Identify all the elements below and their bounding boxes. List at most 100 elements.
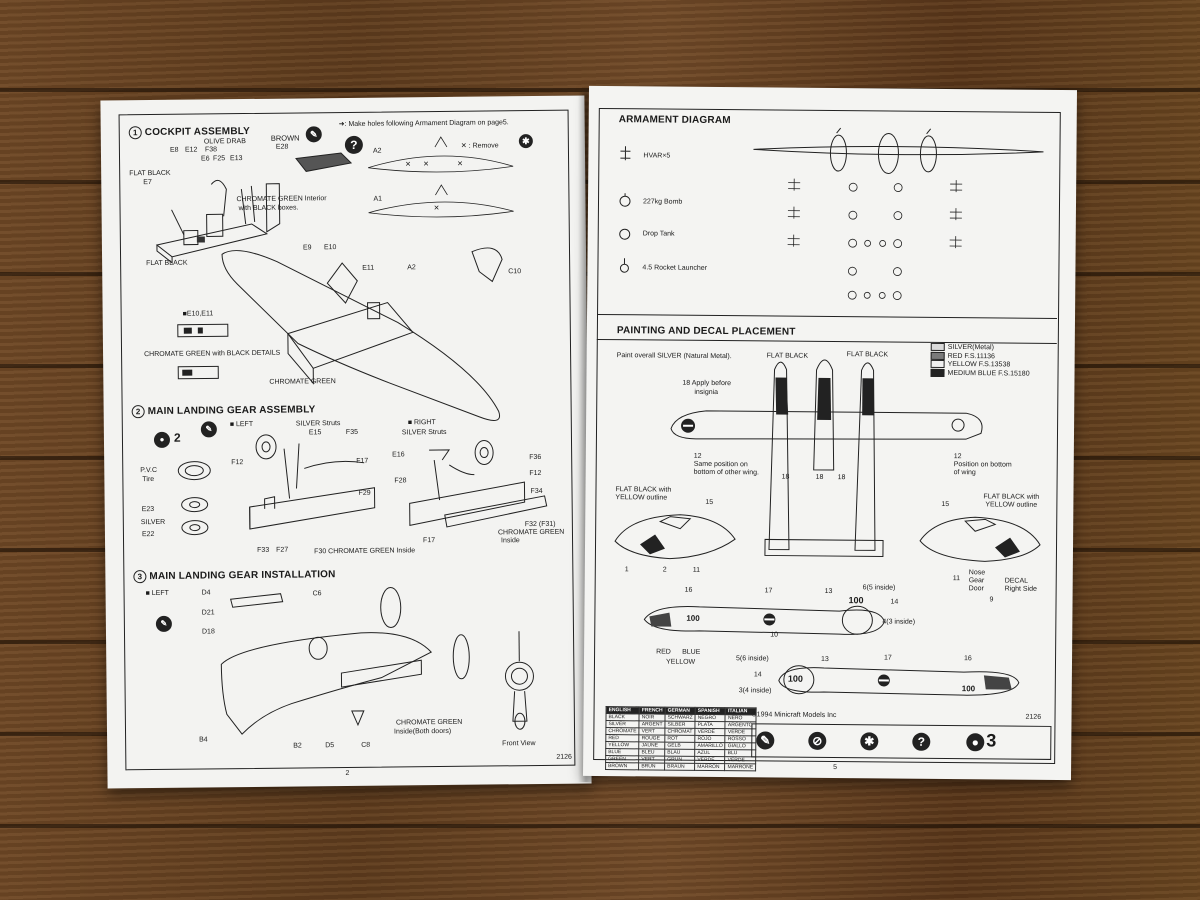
right-gear-drawing	[409, 440, 548, 528]
label-chromate-doors: CHROMATE GREEN	[395, 718, 463, 727]
label-brown: BROWN	[270, 133, 300, 143]
label-12: 12	[693, 452, 702, 460]
label-c8: C8	[361, 741, 371, 749]
label-11b: 11	[952, 575, 961, 583]
glue-icon: ✎	[305, 126, 322, 143]
label-olive-drab: OLIVE DRAB	[203, 138, 246, 146]
label-16a: 16	[684, 586, 693, 594]
svg-text:✕: ✕	[457, 161, 463, 168]
label-chromate-green: CHROMATE GREEN	[269, 378, 336, 386]
wing-hole-diagram: ✕✕✕ ✕	[368, 136, 514, 218]
table-cell: CHROMAT	[664, 728, 696, 736]
armament-item-hvar: HVAR×5	[643, 152, 671, 160]
cement-icon: ●	[966, 733, 985, 752]
hardpoint-grid	[787, 178, 963, 300]
page-number: 2	[345, 769, 350, 778]
label-door: Door	[968, 585, 984, 593]
armament-icons	[619, 146, 631, 273]
nose-left-drawing	[614, 514, 736, 560]
label-14b: 14	[753, 671, 762, 679]
label-fb-yellow-left-2: YELLOW outline	[615, 494, 668, 502]
label-e28: E28	[275, 143, 289, 151]
label-11a: 11	[692, 566, 701, 574]
label-17a: 17	[764, 587, 773, 595]
table-cell: CHROMATE	[605, 727, 640, 735]
label-2: 2	[662, 566, 667, 574]
table-cell: ROUGE	[639, 734, 665, 743]
table-cell: MARRONE	[725, 763, 756, 771]
table-cell: BRAUN	[664, 763, 695, 771]
label-13a: 13	[824, 587, 833, 596]
label-f12-left: F12	[231, 459, 244, 467]
table-cell: SILBER	[665, 721, 696, 729]
label-front-view: Front View	[502, 740, 536, 748]
kit-code: 2126	[1025, 713, 1042, 721]
table-cell: VERT	[638, 755, 665, 764]
side-view-left-drawing	[643, 605, 885, 635]
svg-text:✕: ✕	[405, 161, 411, 168]
table-cell: NEGRO	[695, 714, 726, 722]
label-6-5-inside: 6(5 inside)	[862, 584, 896, 592]
table-cell: BLAU	[664, 749, 695, 757]
label-yellow: YELLOW	[665, 658, 696, 666]
question-icon: ?	[912, 732, 931, 751]
glue-icon-3: ✎	[155, 615, 172, 633]
e11-part-drawing	[177, 365, 219, 380]
table-cell: ENGLISH	[606, 706, 640, 714]
front-view-drawing	[504, 631, 534, 730]
table-cell: PLATA	[695, 721, 726, 729]
label-15a: 15	[705, 498, 714, 506]
table-cell: GERMAN	[665, 707, 696, 715]
label-1: 1	[624, 566, 629, 574]
label-chromate-details: CHROMATE GREEN with BLACK DETAILS	[144, 349, 281, 359]
repeat-count: 3	[986, 730, 997, 751]
label-of-wing: of wing	[953, 469, 976, 477]
glue-icon: ✎	[756, 731, 775, 750]
drill-icon: ✱	[860, 732, 879, 751]
top-view-plane-drawing	[670, 359, 983, 557]
wing-assembly-drawing	[221, 247, 503, 421]
label-e23: E23	[141, 506, 155, 514]
step-number: 2	[131, 405, 145, 419]
table-cell: VERDE	[694, 756, 726, 764]
no-cement-icon: ⊘	[808, 731, 827, 750]
table-cell: AZUL	[694, 749, 726, 757]
step-number: 3	[133, 570, 147, 584]
label-count-2: 2	[173, 430, 181, 445]
table-cell: VERDE	[725, 756, 756, 764]
label-tire: Tire	[142, 476, 155, 484]
table-cell: BROWN	[605, 762, 639, 770]
label-18c: 18	[837, 474, 846, 482]
table-cell: GELB	[664, 742, 695, 750]
page-number: 5	[833, 764, 838, 772]
decal-100-tail-2: 100	[787, 673, 803, 684]
table-cell: JAUNE	[638, 741, 665, 750]
armament-title: ARMAMENT DIAGRAM	[618, 114, 731, 127]
label-14a: 14	[890, 598, 899, 606]
table-cell: BLEU	[638, 748, 665, 757]
label-fb-yellow-left-1: FLAT BLACK with	[615, 486, 672, 494]
label-e22: E22	[141, 531, 155, 539]
table-cell: FRENCH	[639, 706, 666, 715]
copyright: ©1994 Minicraft Models Inc	[751, 711, 837, 720]
label-12b: 12	[953, 453, 962, 461]
label-f30: F30 CHROMATE GREEN Inside	[314, 547, 416, 556]
label-f38: F38	[204, 146, 218, 154]
label-insignia: insignia	[694, 388, 719, 397]
label-left: ■ LEFT	[229, 420, 254, 429]
label-blue: BLUE	[682, 648, 701, 656]
left-gear-drawing	[249, 434, 376, 530]
table-cell: GREEN	[605, 755, 639, 763]
label-17b: 17	[884, 654, 892, 662]
table-cell: BRUN	[638, 762, 665, 771]
label-fb-yellow-right-2: YELLOW outline	[985, 501, 1038, 509]
label-9: 9	[989, 596, 994, 604]
label-4-3-inside: 4(3 inside)	[882, 618, 916, 626]
gear-installation-drawing	[220, 587, 470, 735]
label-gear: Gear	[968, 577, 985, 585]
label-fb-yellow-right-1: FLAT BLACK with	[983, 493, 1040, 501]
